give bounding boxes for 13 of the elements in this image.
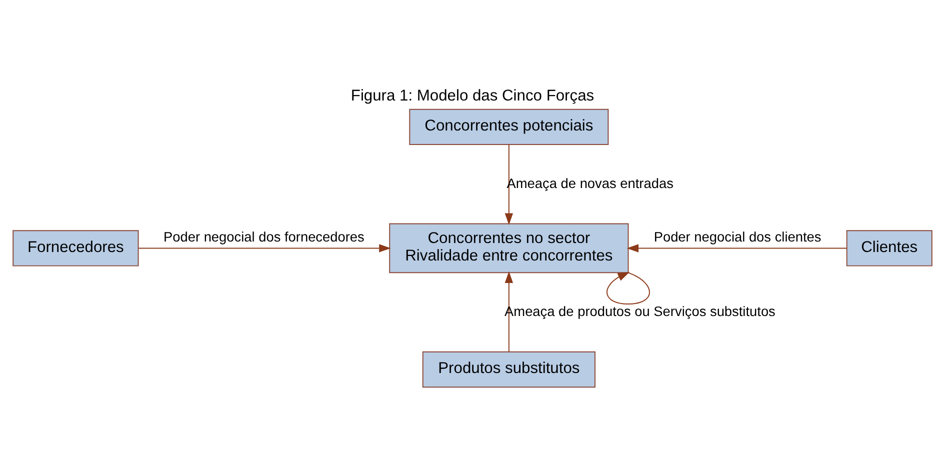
node-box: Clientes	[846, 230, 932, 266]
edge-label: Poder negocial dos fornecedores	[164, 229, 364, 244]
arrow	[626, 244, 848, 252]
diagram-title: Figura 1: Modelo das Cinco Forças	[350, 86, 594, 104]
arrow	[606, 272, 650, 304]
node-box: Fornecedores	[12, 230, 139, 266]
arrow	[504, 270, 514, 352]
node-box: Concorrentes no sector Rivalidade entre concorrentes	[389, 222, 629, 273]
edge-label: Poder negocial dos clientes	[654, 229, 822, 244]
node-box: Produtos substitutos	[422, 350, 596, 388]
node-box: Concorrentes potenciais	[409, 108, 609, 145]
arrow	[504, 144, 514, 224]
arrow	[138, 244, 391, 252]
